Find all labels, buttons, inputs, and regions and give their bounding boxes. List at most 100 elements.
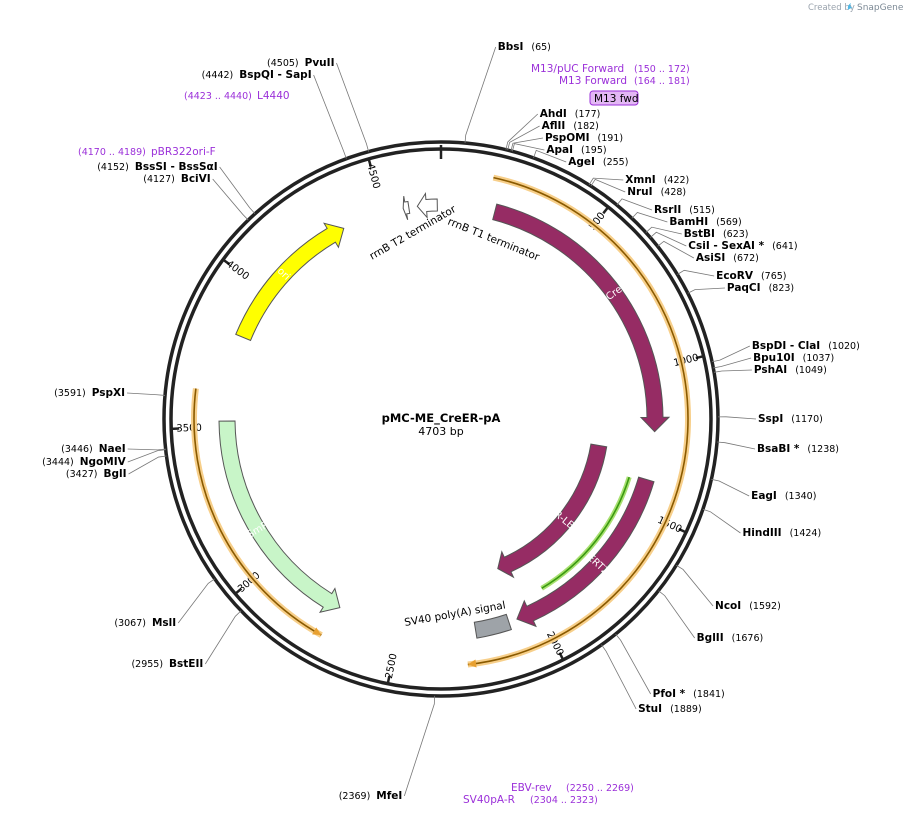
site-bpu10i[interactable]: Bpu10I(1037) xyxy=(753,352,834,364)
primer-sv40pa-r[interactable]: SV40pA-R (2304 .. 2323) xyxy=(463,794,598,806)
primer-name: M13/pUC Forward xyxy=(531,63,624,75)
site-eagi[interactable]: EagI(1340) xyxy=(751,490,816,502)
site-position: (1889) xyxy=(670,704,702,715)
tick-mark xyxy=(678,527,687,534)
feature-cre[interactable] xyxy=(492,203,671,433)
site-name: BbsI xyxy=(498,41,524,53)
site-bglii[interactable]: BglII(1676) xyxy=(697,632,764,644)
site-ngomiv[interactable]: NgoMIV(3444) xyxy=(42,456,126,468)
site-name: BssSI - BssSαI xyxy=(135,161,218,173)
site-mfei[interactable]: MfeI(2369) xyxy=(339,790,403,802)
feature-rrnb-t1-terminator[interactable] xyxy=(416,191,438,219)
site-name: BglI xyxy=(104,468,127,480)
site-agei[interactable]: AgeI(255) xyxy=(568,156,628,168)
site-bspdi-clai[interactable]: BspDI - ClaI(1020) xyxy=(752,340,860,352)
site-position: (4127) xyxy=(143,174,175,185)
feature-ert2[interactable] xyxy=(516,476,655,628)
site-name: SspI xyxy=(758,413,783,425)
site-msli[interactable]: MslI (3067) xyxy=(114,617,176,629)
site-leader xyxy=(510,137,544,152)
site-leader xyxy=(711,478,750,497)
site-name: MslI xyxy=(152,617,176,629)
primer-m13-fwd[interactable]: M13 fwd xyxy=(589,90,639,106)
site-xmni[interactable]: XmnI(422) xyxy=(625,174,689,186)
feature-ori[interactable] xyxy=(235,222,345,342)
site-naei[interactable]: NaeI(3446) xyxy=(61,443,126,455)
site-hindiii[interactable]: HindIII(1424) xyxy=(742,527,821,539)
site-position: (3067) xyxy=(114,618,146,629)
site-position: (823) xyxy=(769,283,795,294)
primer-name: L4440 xyxy=(257,90,290,102)
primer-arc-head xyxy=(467,659,477,668)
feature-smr[interactable] xyxy=(218,420,341,614)
site-name: AflII xyxy=(542,120,566,132)
site-paqci[interactable]: PaqCI(823) xyxy=(727,282,794,294)
site-bgli[interactable]: BglI (3427) xyxy=(66,468,127,480)
site-pspomi[interactable]: PspOMI(191) xyxy=(545,132,623,144)
site-bstbi[interactable]: BstBI(623) xyxy=(684,228,749,240)
site-ncoi[interactable]: NcoI(1592) xyxy=(715,600,781,612)
primer-range: (4170 .. 4189) xyxy=(78,147,146,158)
site-name: HindIII xyxy=(742,527,781,539)
site-aflii[interactable]: AflII(182) xyxy=(542,120,599,132)
site-leader xyxy=(677,269,715,277)
site-position: (177) xyxy=(575,109,601,120)
site-bsabi[interactable]: BsaBI *(1238) xyxy=(757,443,839,455)
site-bcivi[interactable]: BciVI(4127) xyxy=(143,173,210,185)
primer-m13-puc-forward[interactable]: M13/pUC Forward (150 .. 172) xyxy=(531,63,690,75)
site-bbsi[interactable]: BbsI(65) xyxy=(498,41,551,53)
site-leader xyxy=(533,149,567,163)
site-pspxi[interactable]: PspXI(3591) xyxy=(54,387,125,399)
site-leader xyxy=(687,287,725,294)
site-leader xyxy=(713,357,752,369)
primer-pbr322ori-f[interactable]: (4170 .. 4189) pBR322ori-F xyxy=(78,146,216,158)
site-leader xyxy=(313,74,347,159)
site-stui[interactable]: StuI(1889) xyxy=(638,703,702,715)
primer-ebv-rev[interactable]: EBV-rev (2250 .. 2269) xyxy=(511,782,634,794)
rrnb-t2-terminator-label: rrnB T2 terminator xyxy=(368,203,459,263)
tick-label: 2500 xyxy=(384,653,400,680)
site-sspi[interactable]: SspI(1170) xyxy=(758,413,823,425)
site-name: BsaBI * xyxy=(757,443,800,455)
site-leader xyxy=(645,226,682,235)
orange-arc-layer xyxy=(191,174,691,668)
tick-mark xyxy=(386,675,391,684)
site-bsteii[interactable]: BstEII(2955) xyxy=(131,658,203,670)
primer-name: EBV-rev xyxy=(511,782,552,794)
site-asisi[interactable]: AsiSI(672) xyxy=(696,252,759,264)
site-pvuii[interactable]: PvuII(4505) xyxy=(267,57,334,69)
site-leader xyxy=(177,578,215,624)
site-name: PshAI xyxy=(754,364,787,376)
site-position: (515) xyxy=(689,205,715,216)
primer-range: (164 .. 181) xyxy=(634,76,690,87)
site-apai[interactable]: ApaI(195) xyxy=(546,144,606,156)
site-name: PvuII xyxy=(305,57,335,69)
site-leader xyxy=(507,125,540,151)
site-pshai[interactable]: PshAI(1049) xyxy=(754,364,827,376)
site-pfoi[interactable]: PfoI *(1841) xyxy=(653,688,725,700)
feature-er-lbd[interactable] xyxy=(497,443,608,579)
primer-range: (2304 .. 2323) xyxy=(530,795,598,806)
site-bspqi-sapi[interactable]: BspQI - SapI(4442) xyxy=(202,69,312,81)
site-bsssi-bsss-i[interactable]: BssSI - BssSαI(4152) xyxy=(97,161,217,173)
feature-sv40-poly-a-signal[interactable] xyxy=(473,613,513,639)
tick-mark xyxy=(558,652,565,661)
site-leader xyxy=(127,448,166,451)
site-rsrii[interactable]: RsrII(515) xyxy=(654,204,715,216)
feature-rrnb-t2-terminator[interactable] xyxy=(402,196,411,220)
site-name: BspQI - SapI xyxy=(239,69,311,81)
site-ecorv[interactable]: EcoRV(765) xyxy=(716,270,786,282)
primer-l4440[interactable]: (4423 .. 4440) L4440 xyxy=(184,90,290,102)
site-name: NruI xyxy=(627,186,652,198)
primer-m13-forward[interactable]: M13 Forward (164 .. 181) xyxy=(559,75,690,87)
site-ahdi[interactable]: AhdI(177) xyxy=(540,108,601,120)
site-leader xyxy=(601,644,637,710)
site-bamhi[interactable]: BamHI(569) xyxy=(669,216,741,228)
site-position: (3427) xyxy=(66,469,98,480)
site-name: PspXI xyxy=(92,387,125,399)
site-nrui[interactable]: NruI(428) xyxy=(627,186,686,198)
site-csii-sexai[interactable]: CsiI - SexAI *(641) xyxy=(688,240,797,252)
snapgene-logo-icon xyxy=(847,3,853,10)
backbone-outer-ring xyxy=(162,140,720,698)
